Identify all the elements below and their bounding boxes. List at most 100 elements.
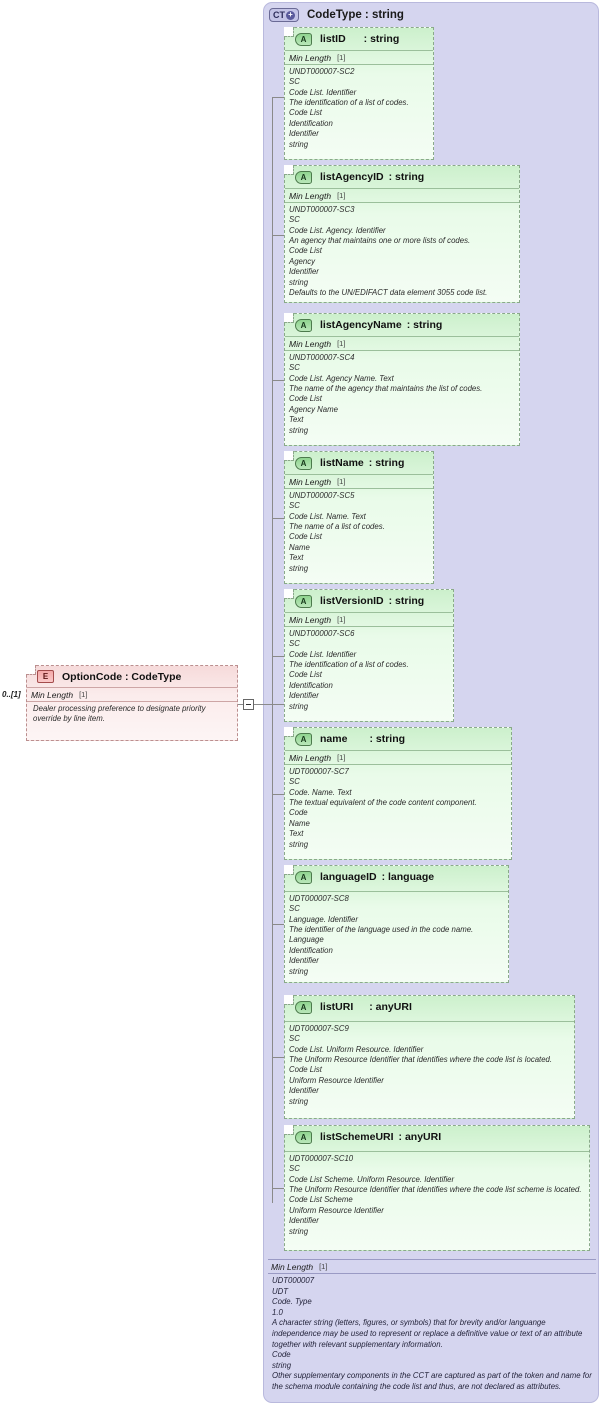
attribute-box-listSchemeURI[interactable]: A listSchemeURI : anyURI UDT000007-SC10 … [284, 1125, 590, 1251]
folded-corner-icon [284, 165, 294, 175]
complextype-facet-value: [1] [319, 1262, 328, 1271]
doc-line: Code List. Agency. Identifier [289, 225, 386, 235]
attribute-type: : language [381, 871, 435, 883]
doc-line: string [289, 1096, 309, 1106]
attribute-badge-icon: A [295, 32, 312, 46]
tree-connector-stub [272, 380, 284, 381]
doc-line: The identification of a list of codes. [289, 660, 409, 670]
doc-line: string [289, 139, 309, 149]
folded-corner-icon [284, 865, 294, 875]
doc-line: UNDT000007-SC3 [289, 205, 355, 214]
attribute-badge-icon: A [295, 732, 312, 746]
expand-collapse-toggle[interactable] [243, 699, 254, 710]
element-documentation: Dealer processing preference to designat… [33, 704, 206, 724]
facet-label: Min Length [289, 752, 332, 763]
doc-line: An agency that maintains one or more lis… [289, 236, 471, 246]
doc-line: Code List. Identifier [289, 87, 357, 97]
doc-line: Name [289, 818, 310, 828]
element-box-optioncode[interactable]: E OptionCode : CodeType Min Length [1] D… [26, 665, 238, 741]
tree-connector-stub [272, 1057, 284, 1058]
doc-line: string [289, 563, 309, 573]
doc-line: Code List Scheme [289, 1195, 353, 1205]
doc-line: Language [289, 935, 324, 945]
folded-corner-icon [26, 665, 36, 675]
doc-line: SC [289, 904, 300, 914]
doc-line: string [289, 839, 309, 849]
tree-connector-spine [272, 97, 273, 1203]
doc-line: string [289, 701, 309, 711]
doc-line: Code [289, 808, 308, 818]
doc-line: Code List Scheme. Uniform Resource. Iden… [289, 1174, 455, 1184]
doc-line: The identifier of the language used in t… [289, 925, 474, 935]
doc-line: Identification [289, 680, 333, 690]
doc-line: Code List [289, 108, 322, 118]
attribute-type: : anyURI [369, 1001, 412, 1013]
attribute-type: : string [388, 171, 425, 183]
facet-value: [1] [337, 753, 346, 762]
attribute-box-listAgencyID[interactable]: A listAgencyID : string Min Length [1] U… [284, 165, 520, 303]
folded-corner-icon [284, 995, 294, 1005]
doc-line: Identifier [289, 1086, 319, 1096]
attribute-documentation: UDT000007-SC9 SC Code List. Uniform Reso… [285, 1022, 574, 1109]
doc-line: The Uniform Resource Identifier that ide… [289, 1055, 553, 1065]
doc-line: SC [289, 215, 300, 225]
element-to-expander-connector [238, 704, 244, 705]
attribute-box-listAgencyName[interactable]: A listAgencyName : string Min Length [1]… [284, 313, 520, 446]
facet-label: Min Length [31, 689, 74, 700]
attribute-facet-row: Min Length [1] [285, 474, 433, 489]
attribute-box-listURI[interactable]: A listURI : anyURI UDT000007-SC9 SC Code… [284, 995, 575, 1119]
doc-line: UNDT000007-SC5 [289, 491, 355, 500]
attribute-name: listSchemeURI [320, 1131, 394, 1143]
complextype-badge-icon[interactable]: CT+ [269, 8, 299, 22]
doc-line: The name of a list of codes. [289, 522, 385, 532]
attribute-documentation: UNDT000007-SC2 SC Code List. Identifier … [285, 65, 433, 152]
attribute-name: listAgencyName [320, 319, 402, 331]
attribute-name: listURI [320, 1001, 354, 1013]
attribute-box-listName[interactable]: A listName : string Min Length [1] UNDT0… [284, 451, 434, 584]
attribute-box-name[interactable]: A name : string Min Length [1] UDT000007… [284, 727, 512, 860]
doc-line: Other supplementary components in the CC… [272, 1371, 592, 1391]
attribute-name: listVersionID [320, 595, 384, 607]
complextype-facet-label: Min Length [271, 1261, 314, 1272]
attribute-header: A listID : string [285, 28, 433, 50]
attribute-header: A listAgencyID : string [285, 166, 519, 188]
attribute-box-listID[interactable]: A listID : string Min Length [1] UNDT000… [284, 27, 434, 160]
attribute-header: A listName : string [285, 452, 433, 474]
doc-line: Code [272, 1350, 291, 1360]
expand-plus-icon[interactable]: + [286, 10, 295, 20]
attribute-box-languageID[interactable]: A languageID : language UDT000007-SC8 SC… [284, 865, 509, 983]
attribute-header: A languageID : language [285, 866, 508, 888]
doc-line: Code List [289, 532, 322, 542]
doc-line: Text [289, 553, 304, 563]
doc-line: UDT000007 [272, 1276, 315, 1285]
attribute-facet-row: Min Length [1] [285, 188, 519, 203]
attribute-box-listVersionID[interactable]: A listVersionID : string Min Length [1] … [284, 589, 454, 722]
attribute-facet-row: Min Length [1] [285, 50, 433, 65]
attribute-documentation: UNDT000007-SC5 SC Code List. Name. Text … [285, 489, 433, 576]
doc-line: Code List. Identifier [289, 649, 357, 659]
doc-line: Code List. Name. Text [289, 511, 366, 521]
attribute-type: : string [406, 319, 443, 331]
attribute-badge-icon: A [295, 870, 312, 884]
doc-line: UNDT000007-SC4 [289, 353, 355, 362]
doc-line: Code List [289, 670, 322, 680]
doc-line: Code List [289, 394, 322, 404]
attribute-name: listAgencyID [320, 171, 384, 183]
facet-value: [1] [337, 191, 346, 200]
element-facet-row: Min Length [1] [27, 687, 237, 702]
doc-line: Uniform Resource Identifier [289, 1075, 384, 1085]
doc-line: SC [289, 363, 300, 373]
attribute-header: A listVersionID : string [285, 590, 453, 612]
doc-line: Identifier [289, 956, 319, 966]
doc-line: string [289, 277, 309, 287]
complextype-header[interactable]: CT+ CodeType : string [264, 4, 404, 26]
doc-line: Agency [289, 256, 316, 266]
doc-line: Identification [289, 945, 333, 955]
tree-connector-stub [272, 656, 284, 657]
folded-corner-icon [284, 313, 294, 323]
attribute-facet-row: Min Length [1] [285, 612, 453, 627]
attribute-header: A listAgencyName : string [285, 314, 519, 336]
attribute-type: : string [368, 457, 405, 469]
facet-value: [1] [79, 690, 88, 699]
facet-value: [1] [337, 53, 346, 62]
